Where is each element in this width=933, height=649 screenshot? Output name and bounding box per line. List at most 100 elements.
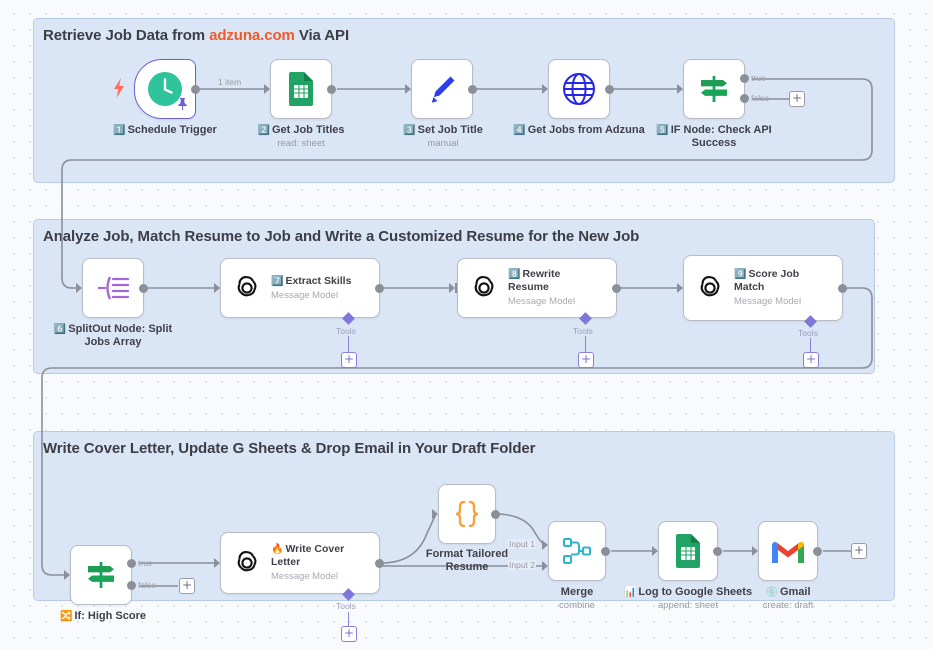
wire-label-false-2: false: [138, 580, 156, 590]
add-node-button-if-false[interactable]: +: [789, 91, 805, 107]
output-dot-if-false[interactable]: [740, 94, 749, 103]
node-title: Format Tailored Resume: [425, 548, 509, 573]
badge-5-icon: 5️⃣: [656, 125, 669, 136]
openai-icon: [231, 547, 263, 579]
node-merge[interactable]: [548, 521, 606, 581]
badge-8-icon: 8️⃣: [508, 269, 521, 280]
tools-line-score-job-match: [810, 338, 811, 352]
node-set-job-title[interactable]: [411, 59, 473, 119]
node-splitout-split-jobs-array[interactable]: [82, 258, 144, 318]
output-dot-gmail[interactable]: [813, 547, 822, 556]
badge-2-icon: 2️⃣: [257, 125, 270, 136]
output-dot-set-job-title[interactable]: [468, 85, 477, 94]
add-node-button-after-gmail[interactable]: +: [851, 543, 867, 559]
output-dot-schedule-trigger[interactable]: [191, 85, 200, 94]
node-subtitle: combine: [559, 600, 595, 611]
node-schedule-trigger[interactable]: [134, 59, 196, 119]
output-dot-extract-skills[interactable]: [375, 284, 384, 293]
caption-schedule-trigger: 1️⃣Schedule Trigger: [100, 124, 230, 137]
sticky-title-accent: adzuna.com: [209, 27, 295, 44]
google-sheets-icon: [286, 72, 316, 106]
output-dot-if-true[interactable]: [740, 74, 749, 83]
badge-shuffle-icon: 🔀: [60, 611, 73, 622]
output-dot-get-job-titles[interactable]: [327, 85, 336, 94]
node-title: Score Job Match: [734, 268, 800, 293]
node-if-high-score[interactable]: [70, 545, 132, 605]
badge-6-icon: 6️⃣: [53, 324, 67, 335]
node-inner-text-rewrite-resume: 8️⃣Rewrite Resume Message Model: [508, 268, 606, 308]
wire-label-input-1: Input 1: [508, 539, 536, 549]
trigger-bolt-icon: [112, 78, 126, 103]
node-subtitle: Message Model: [734, 296, 802, 307]
output-dot-rewrite-resume[interactable]: [612, 284, 621, 293]
openai-icon: [468, 272, 500, 304]
node-subtitle: Message Model: [271, 571, 339, 582]
node-title: Gmail: [779, 586, 811, 598]
output-dot-log-to-google-sheets[interactable]: [713, 547, 722, 556]
node-gmail[interactable]: [758, 521, 818, 581]
badge-chart-icon: 📊: [623, 587, 637, 598]
node-subtitle: Message Model: [271, 289, 339, 301]
node-rewrite-resume[interactable]: 8️⃣Rewrite Resume Message Model: [457, 258, 617, 318]
badge-fire-icon: 🔥: [271, 544, 284, 555]
split-out-icon: [96, 273, 130, 303]
output-dot-format-tailored-resume[interactable]: [491, 510, 500, 519]
output-dot-high-score-true[interactable]: [127, 559, 136, 568]
node-title: Schedule Trigger: [127, 124, 217, 136]
badge-1-icon: 1️⃣: [113, 125, 126, 136]
signpost-icon: [85, 559, 117, 591]
sticky-note-title-2: Analyze Job, Match Resume to Job and Wri…: [43, 228, 640, 245]
node-get-job-titles[interactable]: [270, 59, 332, 119]
gmail-icon: [770, 538, 806, 565]
add-tool-button-rewrite-resume[interactable]: +: [578, 352, 594, 368]
caption-merge: Merge combine: [527, 586, 627, 612]
caption-set-job-title: 3️⃣Set Job Title manual: [384, 124, 502, 150]
node-title: IF Node: Check API Success: [670, 124, 772, 149]
pin-icon: [176, 97, 189, 116]
wire-label-false-1: false: [751, 93, 769, 103]
badge-4-icon: 4️⃣: [513, 125, 526, 136]
tools-line-extract-skills: [348, 336, 349, 352]
node-if-check-api-success[interactable]: [683, 59, 745, 119]
output-dot-merge[interactable]: [601, 547, 610, 556]
sticky-title-part-after: Via API: [294, 27, 350, 44]
badge-7-icon: 7️⃣: [271, 275, 284, 287]
node-log-to-google-sheets[interactable]: [658, 521, 718, 581]
globe-icon: [562, 72, 596, 106]
caption-splitout: 6️⃣SplitOut Node: Split Jobs Array: [53, 323, 173, 349]
output-dot-splitout[interactable]: [139, 284, 148, 293]
badge-disc-icon: 💿: [765, 587, 778, 598]
output-dot-get-jobs-adzuna[interactable]: [605, 85, 614, 94]
tools-label-rewrite-resume: Tools: [573, 326, 593, 336]
node-write-cover-letter[interactable]: 🔥Write Cover Letter Message Model: [220, 532, 380, 594]
node-title: Set Job Title: [417, 124, 483, 136]
code-braces-icon: [451, 498, 483, 530]
node-extract-skills[interactable]: 7️⃣Extract Skills Message Model: [220, 258, 380, 318]
node-format-tailored-resume[interactable]: [438, 484, 496, 544]
node-score-job-match[interactable]: 9️⃣Score Job Match Message Model: [683, 255, 843, 321]
add-node-button-high-score-false[interactable]: +: [179, 578, 195, 594]
caption-format-tailored-resume: Format Tailored Resume: [405, 548, 529, 574]
node-title: Get Jobs from Adzuna: [527, 124, 645, 136]
node-inner-text-score-job-match: 9️⃣Score Job Match Message Model: [734, 268, 832, 308]
node-subtitle: manual: [427, 138, 459, 149]
add-tool-button-score-job-match[interactable]: +: [803, 352, 819, 368]
output-dot-high-score-false[interactable]: [127, 581, 136, 590]
pencil-icon: [426, 73, 458, 105]
tools-label-score-job-match: Tools: [798, 328, 818, 338]
tools-line-write-cover-letter: [348, 612, 349, 626]
openai-icon: [231, 272, 263, 304]
add-tool-button-extract-skills[interactable]: +: [341, 352, 357, 368]
caption-get-job-titles: 2️⃣Get Job Titles read: sheet: [241, 124, 361, 150]
output-dot-write-cover-letter[interactable]: [375, 559, 384, 568]
add-tool-button-write-cover-letter[interactable]: +: [341, 626, 357, 642]
node-title: Rewrite Resume: [508, 268, 561, 293]
node-get-jobs-from-adzuna[interactable]: [548, 59, 610, 119]
google-sheets-icon: [673, 534, 703, 568]
output-dot-score-job-match[interactable]: [838, 284, 847, 293]
node-inner-text-extract-skills: 7️⃣Extract Skills Message Model: [271, 275, 369, 302]
node-title: Log to Google Sheets: [638, 586, 753, 598]
node-title: SplitOut Node: Split Jobs Array: [68, 323, 173, 348]
tools-label-write-cover-letter: Tools: [336, 601, 356, 611]
